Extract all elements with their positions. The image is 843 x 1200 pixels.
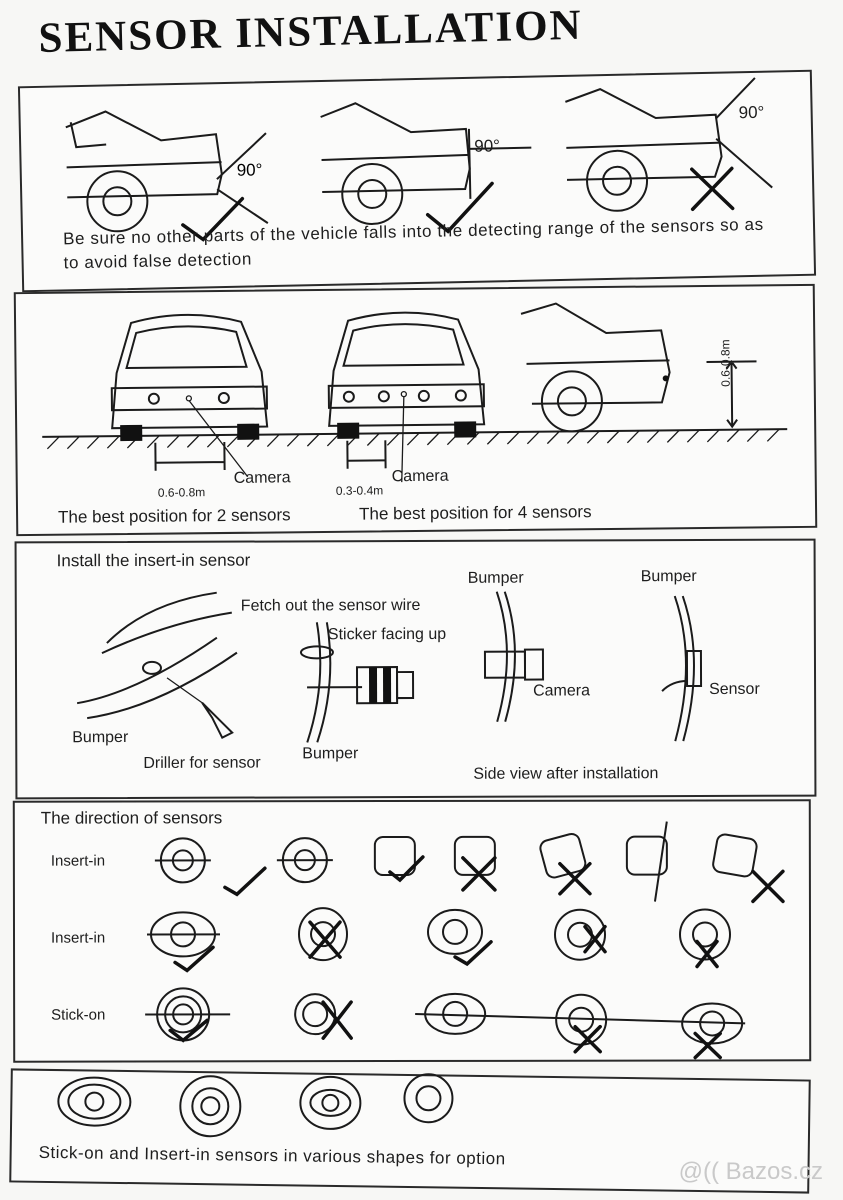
camera-label: Camera [533,682,591,700]
caption-2-sensors: The best position for 2 sensors [58,505,291,527]
camera-label-1: Camera [233,469,291,487]
panel-insert-in-install: Install the insert-in sensor Bumper Dril… [14,538,817,800]
panel-sensor-shapes: Stick-on and Insert-in sensors in variou… [9,1068,811,1194]
camera-label-2: Camera [391,467,449,486]
bumper-label-4: Bumper [640,568,697,586]
insert-in-heading: Install the insert-in sensor [56,550,251,571]
row-label-insert-in-2: Insert-in [50,929,106,947]
panel-detection-range: 90° 90° 90° Be sure no other parts of th… [17,69,817,293]
shape-insert-round [179,1075,242,1138]
direction-row-2 [147,907,732,973]
row-label-stick-on: Stick-on [51,1006,106,1024]
watermark: @(( Bazos.cz [678,1158,823,1185]
row-label-insert-in-1: Insert-in [50,852,106,870]
distance-label-4-sensors: 0.3-0.4m [335,483,384,498]
car-side-3 [565,77,773,212]
distance-label-2-sensors: 0.6-0.8m [157,485,206,500]
side-view-caption: Side view after installation [473,765,659,783]
sensor-label: Sensor [709,680,760,698]
bumper-label-3: Bumper [467,569,524,587]
car-rear-illustrations [42,302,788,483]
car-side-1 [65,110,269,242]
fetch-wire-label: Fetch out the sensor wire [240,596,421,615]
caption-4-sensors: The best position for 4 sensors [358,502,592,524]
angle-label-3: 90° [738,102,765,123]
direction-heading: The direction of sensors [40,808,223,828]
panel-best-position: Camera Camera 0.6-0.8m 0.3-0.4m 0.6-0.8m… [13,283,818,537]
page-title: SENSOR INSTALLATION [38,1,584,62]
sticker-label: Sticker facing up [327,625,447,644]
driller-label: Driller for sensor [143,754,261,772]
ground-hatch [46,428,780,450]
sticker-illustration [299,622,415,743]
direction-row-3 [145,987,746,1060]
bumper-drill-illustration [76,591,238,740]
car-rear-2-sensors [110,313,269,478]
angle-label-1: 90° [237,160,263,180]
car-side-illustrations: 90° [65,77,773,242]
car-rear-4-sensors [327,311,486,483]
shape-stick-on [57,1076,132,1127]
shape-insert-oval [299,1075,362,1130]
sensor-side-view [661,595,703,742]
angle-label-2: 90° [474,136,501,156]
car-side-2 [320,102,532,234]
car-side-height [520,302,671,433]
camera-side-view [483,591,545,722]
shape-insert-small [403,1073,454,1124]
sensor-shapes-illustration [57,1073,454,1138]
height-label: 0.6-0.8m [718,339,733,387]
bumper-label-1: Bumper [72,729,129,747]
bumper-label-2: Bumper [302,745,359,763]
sensor-direction-grid [145,821,785,1060]
direction-row-1 [154,821,785,904]
install-steps-illustrations [76,591,703,743]
panel-sensor-direction: The direction of sensors Insert-in Inser… [12,799,812,1063]
